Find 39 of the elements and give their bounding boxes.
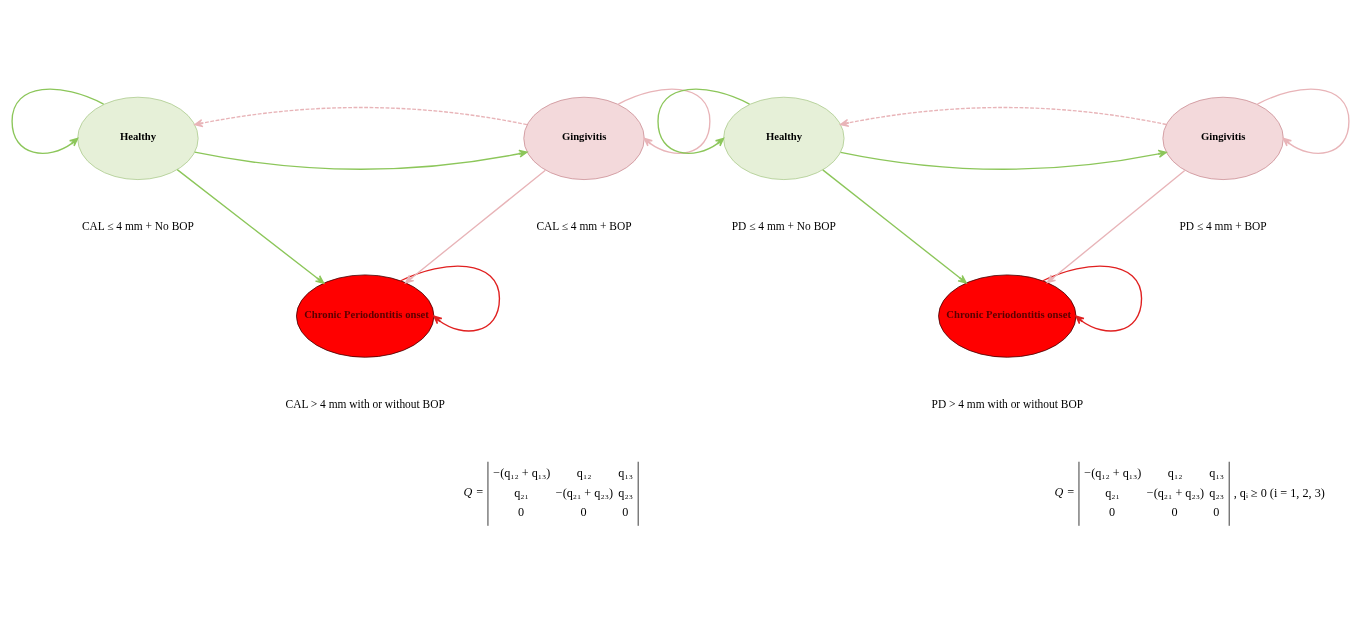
label: 0 [518,504,525,519]
label: q₂₃ [618,485,633,500]
node-label: PD ≤ 4 mm + BOP [1179,219,1267,232]
arrow [1046,169,1186,283]
label: , qᵢ ≥ 0 (i = 1, 2, 3) [1233,485,1325,500]
arrow [194,149,528,170]
label: 0 [1171,504,1178,519]
label: q₂₁ [514,485,529,500]
label: q₁₃ [618,465,633,480]
label: Q = [1054,484,1075,499]
arrow [194,106,528,127]
label: Q = [463,484,484,499]
label: q₁₂ [1167,465,1183,480]
arrow [404,169,547,283]
arrow [822,168,967,284]
label: 0 [1213,504,1220,519]
node-label: PD ≤ 4 mm + No BOP [731,219,836,232]
label: q₂₃ [1209,485,1224,500]
node-label: CAL > 4 mm with or without BOP [285,397,445,410]
node-label: CAL ≤ 4 mm + No BOP [81,219,194,232]
node-label: PD > 4 mm with or without BOP [931,397,1083,410]
arrow [840,106,1167,127]
label: −(q₂₁ + q₂₃) [555,485,613,500]
label: q₂₁ [1105,485,1120,500]
node-ellipse: Gingivitis [1162,96,1284,180]
node-ellipse: Gingivitis [523,96,645,180]
label: −(q₁₂ + q₁₃) [1084,465,1142,480]
label: 0 [580,504,587,519]
node-ellipse: Healthy [77,96,199,180]
label: 0 [622,504,629,519]
arrow [176,168,325,284]
label: q₁₂ [576,465,592,480]
node-ellipse: Healthy [723,96,845,180]
label: −(q₂₁ + q₂₃) [1146,485,1204,500]
arrow [840,149,1167,170]
label: q₁₃ [1209,465,1224,480]
node-label: CAL ≤ 4 mm + BOP [536,219,632,232]
label: 0 [1109,504,1116,519]
label: −(q₁₂ + q₁₃) [493,465,551,480]
